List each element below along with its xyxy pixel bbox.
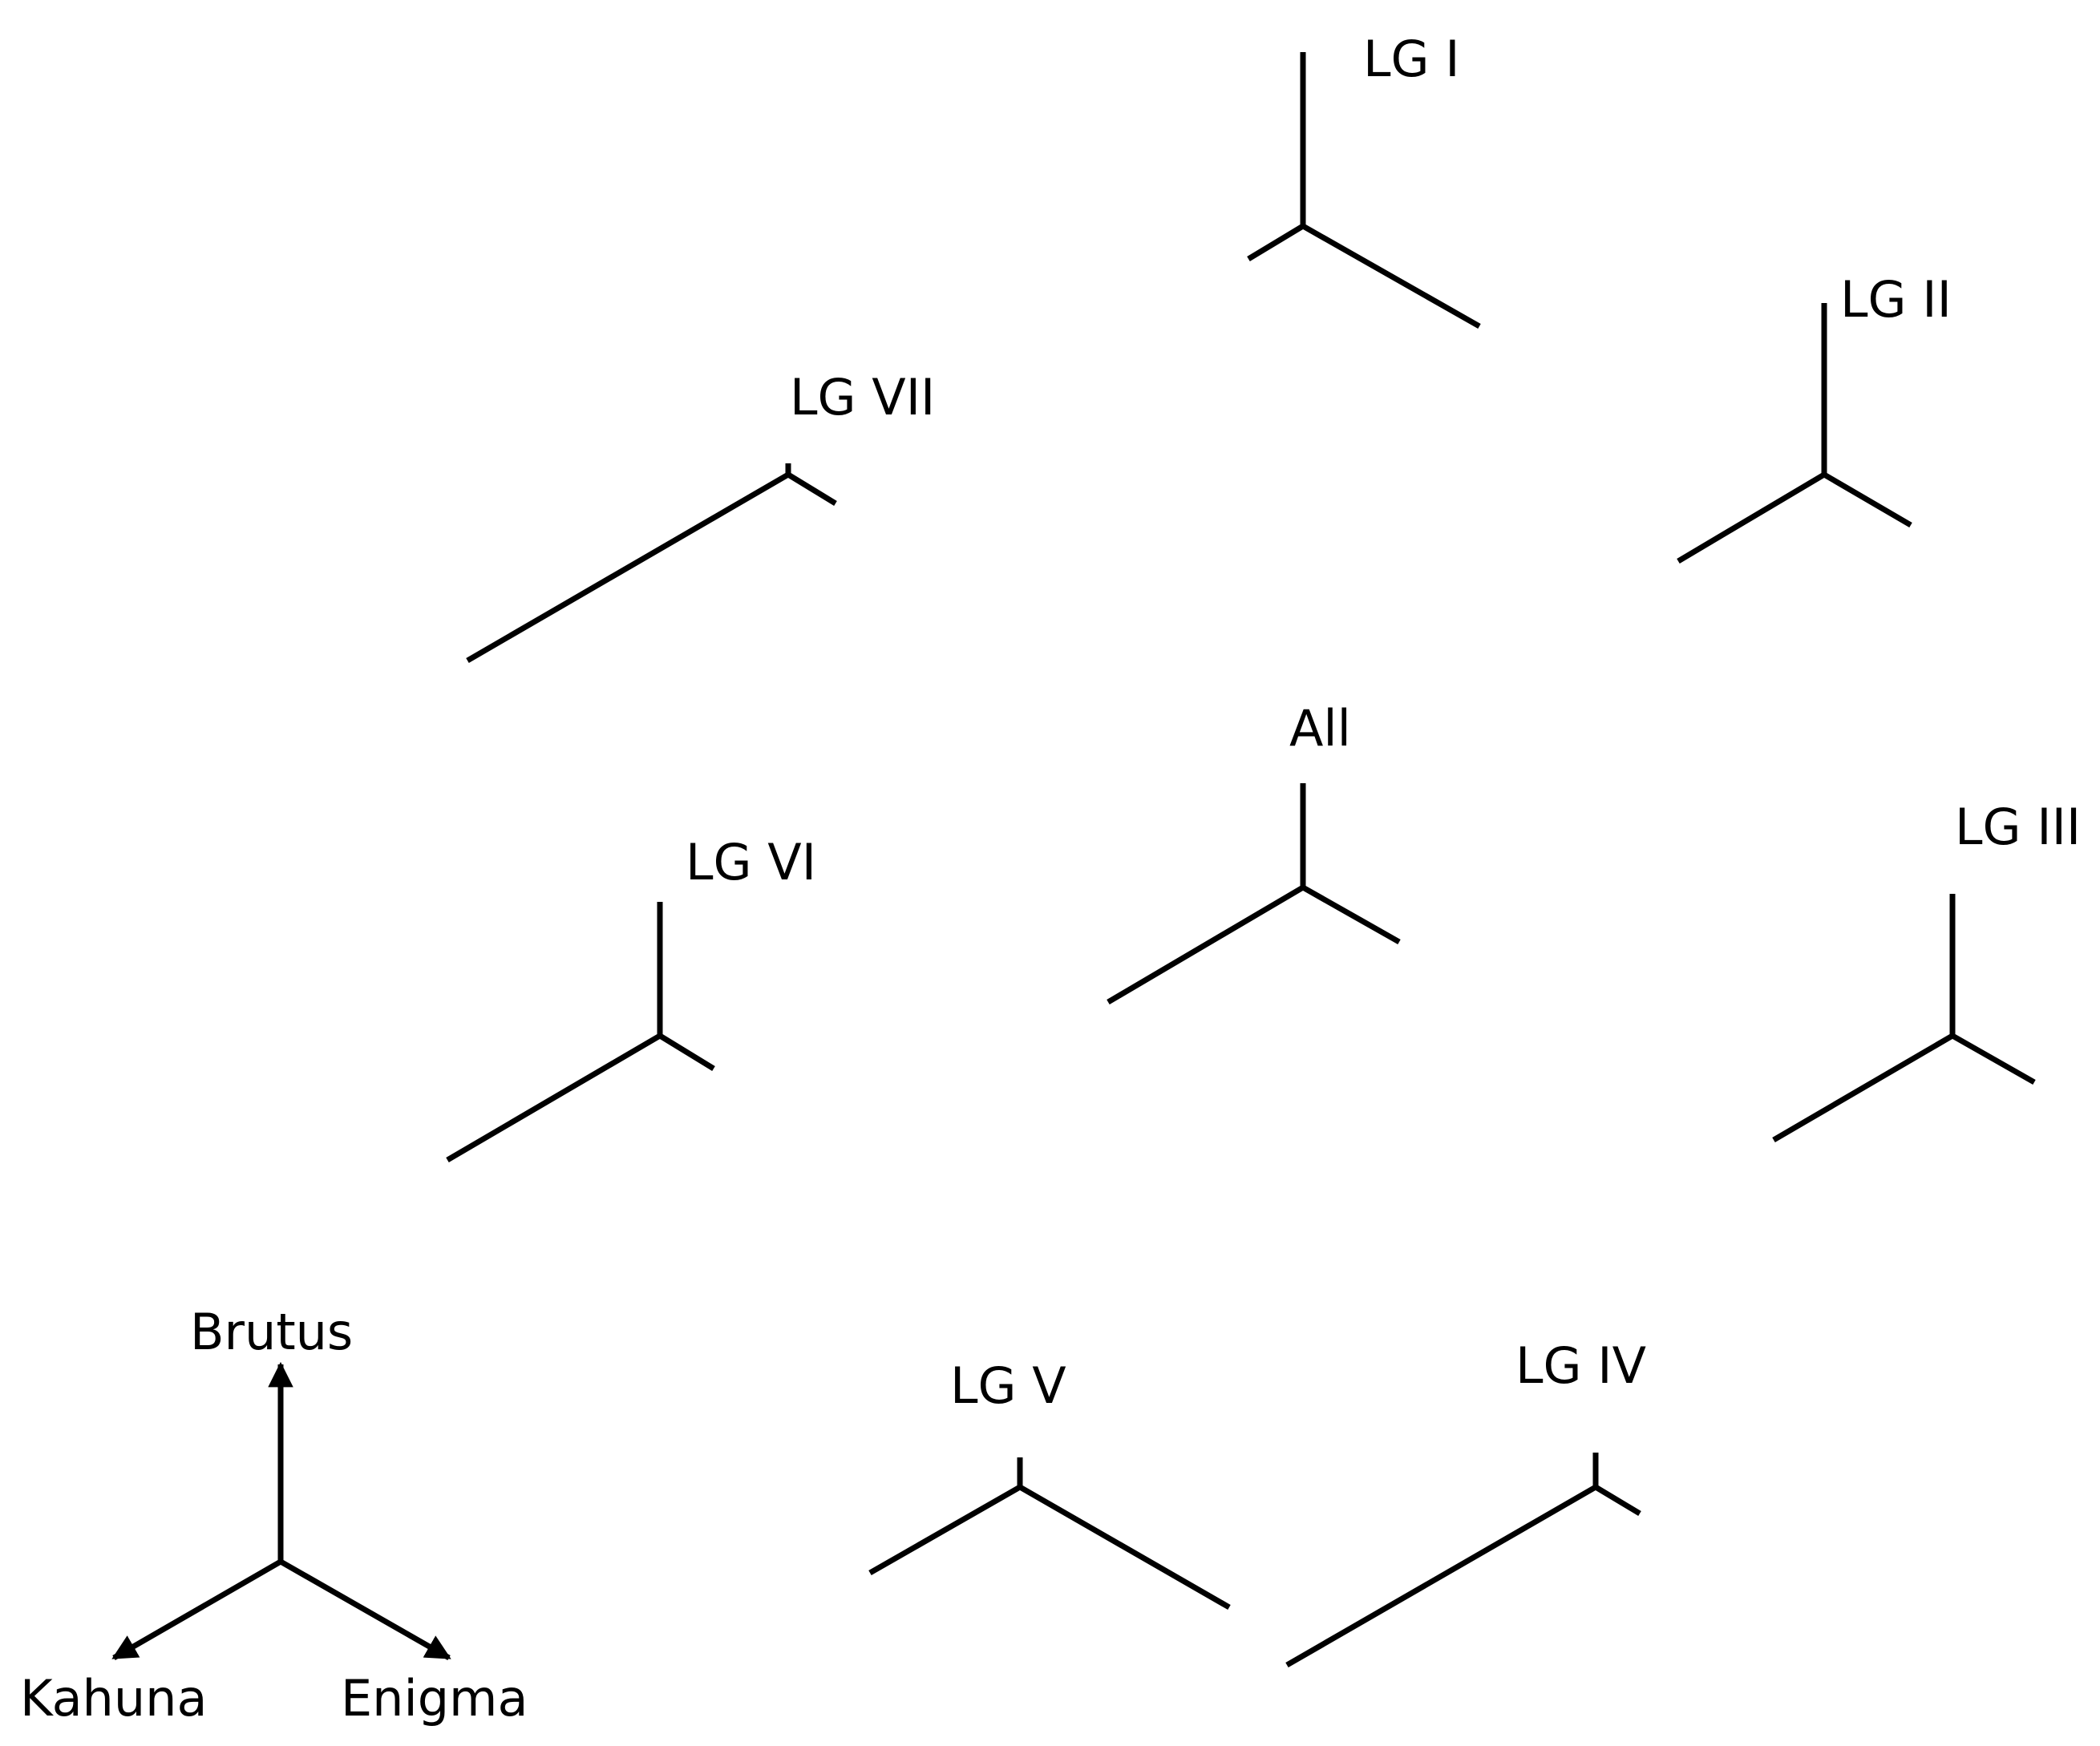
tree-lg-iv: LG IV <box>1285 1336 1646 1668</box>
tree-lg-iv-kahuna-branch <box>1285 1484 1597 1668</box>
legend-kahuna-arrow <box>111 1558 282 1661</box>
tree-lg-i-label: LG I <box>1363 30 1460 88</box>
tree-lg-vi-label: LG VI <box>686 833 816 891</box>
tree-lg-ii-label: LG II <box>1840 270 1952 329</box>
tree-lg-vii-label: LG VII <box>790 368 935 426</box>
tree-lg-vi-enigma-branch <box>658 1033 715 1071</box>
tree-lg-i: LG I <box>1247 30 1481 329</box>
tree-lg-iii-label: LG III <box>1955 798 2081 856</box>
tree-all-enigma-branch <box>1301 884 1401 945</box>
tree-lg-v: LG V <box>868 1356 1231 1611</box>
tree-lg-iv-enigma-branch <box>1594 1484 1641 1517</box>
tree-lg-v-kahuna-branch <box>868 1484 1022 1576</box>
tree-lg-vii-kahuna-branch <box>466 471 790 664</box>
tree-all-kahuna-branch <box>1107 884 1305 1005</box>
tree-lg-vi: LG VI <box>446 833 816 1163</box>
tree-lg-iii-kahuna-branch <box>1772 1033 1954 1143</box>
tree-lg-i-kahuna-branch <box>1247 224 1305 261</box>
tree-lg-vii: LG VII <box>466 368 935 664</box>
tree-lg-ii-kahuna-branch <box>1677 471 1826 564</box>
tree-lg-v-enigma-branch <box>1018 1484 1231 1611</box>
legend-enigma-arrow <box>279 1558 451 1661</box>
legend-enigma-label: Enigma <box>341 1669 528 1728</box>
tree-all-label: All <box>1289 699 1351 758</box>
legend-kahuna-label: Kahuna <box>20 1669 207 1728</box>
tree-lg-ii: LG II <box>1677 270 1952 564</box>
tree-lg-vii-enigma-branch <box>787 472 837 506</box>
tree-lg-i-enigma-branch <box>1301 223 1481 329</box>
tree-lg-ii-enigma-branch <box>1823 471 1912 528</box>
tree-lg-v-label: LG V <box>950 1356 1066 1415</box>
tree-all: All <box>1107 699 1401 1005</box>
tree-lg-iii-enigma-branch <box>1951 1033 2036 1085</box>
tree-lg-iii: LG III <box>1772 798 2081 1143</box>
legend-brutus-label: Brutus <box>190 1303 353 1361</box>
tree-lg-vi-kahuna-branch <box>446 1033 662 1163</box>
legend-key: Brutus Kahuna Enigma <box>20 1303 528 1728</box>
tree-lg-iv-label: LG IV <box>1515 1336 1646 1395</box>
